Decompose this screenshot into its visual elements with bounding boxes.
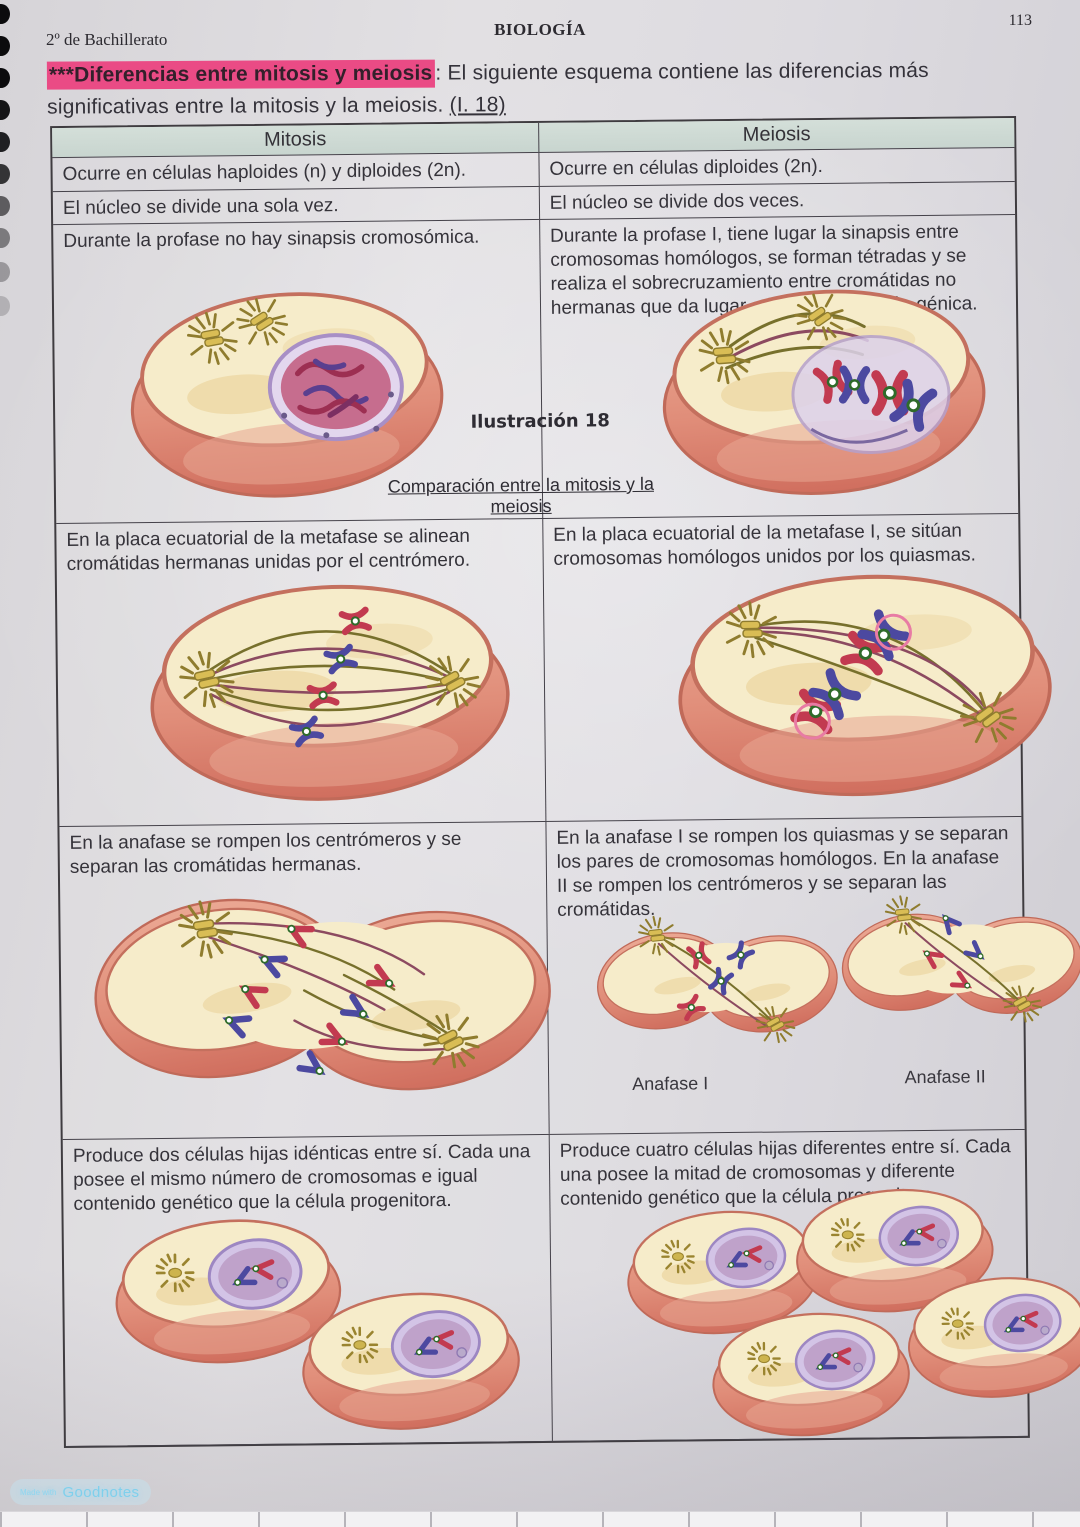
comparison-table: Mitosis Meiosis Ocurre en células haploi… (50, 115, 1080, 1449)
meiosis-ploidy-text: Ocurre en células diploides (2n). (538, 147, 1015, 186)
meiosis-prophase-illustration (653, 278, 994, 507)
title-rest: : El siguiente esquema contiene las dife… (435, 59, 929, 85)
title-line2: significativas entre la mitosis y la mei… (47, 93, 450, 119)
meiosis-anaphase1-illustration (586, 899, 848, 1066)
section-title: ***Diferencias entre mitosis y meiosis: … (46, 53, 1047, 122)
course-label: 2º de Bachillerato (46, 30, 168, 49)
meiosis-metaphase-illustration (665, 561, 1063, 813)
mitosis-daughter-cells-illustration (107, 1209, 527, 1440)
mitosis-anaphase-illustration (78, 846, 568, 1143)
mitosis-metaphase-illustration (140, 571, 517, 815)
page-number: 113 (1008, 12, 1032, 29)
mitosis-prophase-illustration (121, 280, 452, 510)
watermark-made-with: Made with (20, 1487, 57, 1497)
illustration-reference-link[interactable]: (I. 18) (449, 93, 506, 117)
meiosis-anaphase2-illustration (831, 880, 1080, 1047)
mitosis-divisions-text: El núcleo se divide una sola vez. (62, 195, 339, 219)
column-header-mitosis: Mitosis (263, 128, 327, 151)
meiosis-daughter-cells-illustration (620, 1180, 1080, 1445)
subject-header: BIOLOGÍA (494, 20, 586, 39)
highlighted-title: ***Diferencias entre mitosis y meiosis (46, 59, 436, 90)
page-edge-ruler (0, 1511, 1080, 1527)
figure-caption-title: Ilustración 18 (470, 410, 611, 433)
meiosis-divisions-text: El núcleo se divide dos veces. (538, 181, 1016, 219)
anafase1-label: Anafase I (632, 1073, 709, 1095)
anafase2-label: Anafase II (904, 1066, 986, 1088)
figure-caption-subtitle: Comparación entre la mitosis y la meiosi… (387, 473, 655, 517)
goodnotes-watermark: Made with Goodnotes (10, 1479, 152, 1505)
watermark-goodnotes: Goodnotes (62, 1483, 140, 1501)
column-header-meiosis: Meiosis (537, 117, 1015, 152)
mitosis-ploidy-text: Ocurre en células haploides (n) y diploi… (62, 159, 467, 185)
